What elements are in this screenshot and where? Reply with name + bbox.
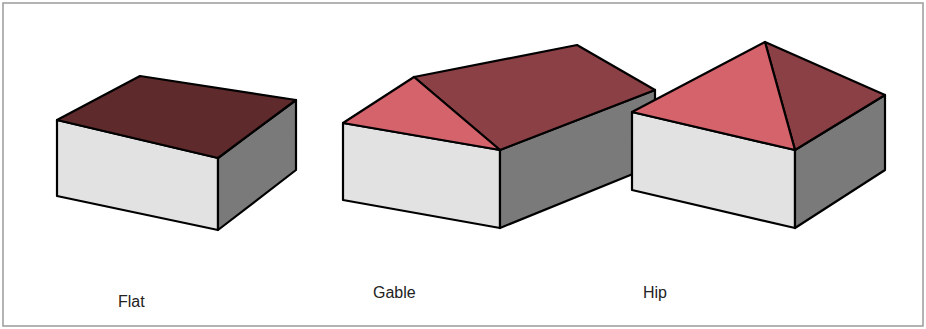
flat-house xyxy=(57,76,296,230)
frame xyxy=(3,3,923,326)
roof-type-label: Hip xyxy=(643,283,667,302)
hip-house xyxy=(632,42,885,228)
roof-type-label: Gable xyxy=(373,283,416,302)
roof-type-label: Flat xyxy=(118,292,145,311)
gable-house xyxy=(343,45,655,228)
